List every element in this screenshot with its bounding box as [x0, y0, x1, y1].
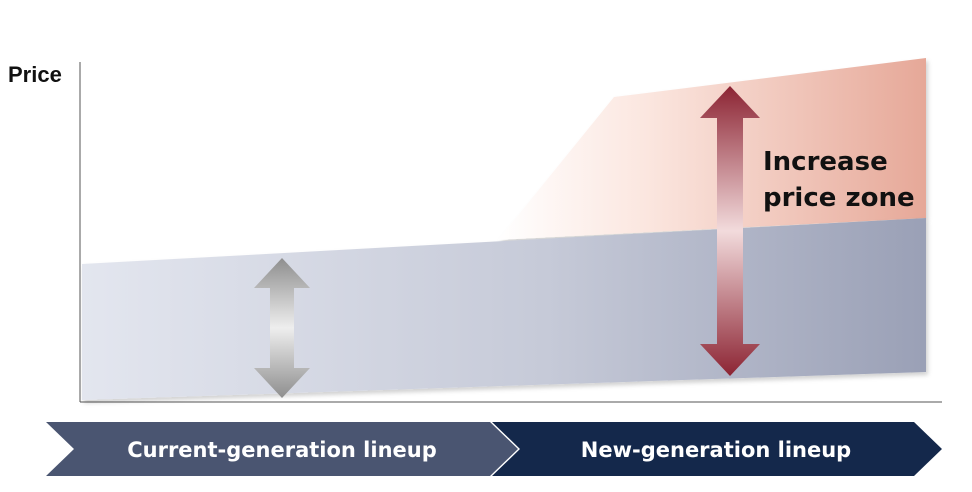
increase-zone-label-line1: Increase: [763, 147, 888, 177]
current-range-double-arrow: [254, 258, 310, 398]
current-price-band-shape: [82, 218, 926, 400]
new-generation-chevron: [492, 422, 942, 476]
current-generation-label: Current-generation lineup: [127, 438, 437, 462]
y-axis-title: Price: [8, 62, 62, 87]
increase-zone-label-line2: price zone: [763, 183, 915, 213]
new-generation-label: New-generation lineup: [581, 438, 851, 462]
increase-price-zone-shape: [498, 58, 926, 240]
increase-range-double-arrow: [700, 86, 760, 376]
current-generation-chevron: [46, 422, 518, 476]
